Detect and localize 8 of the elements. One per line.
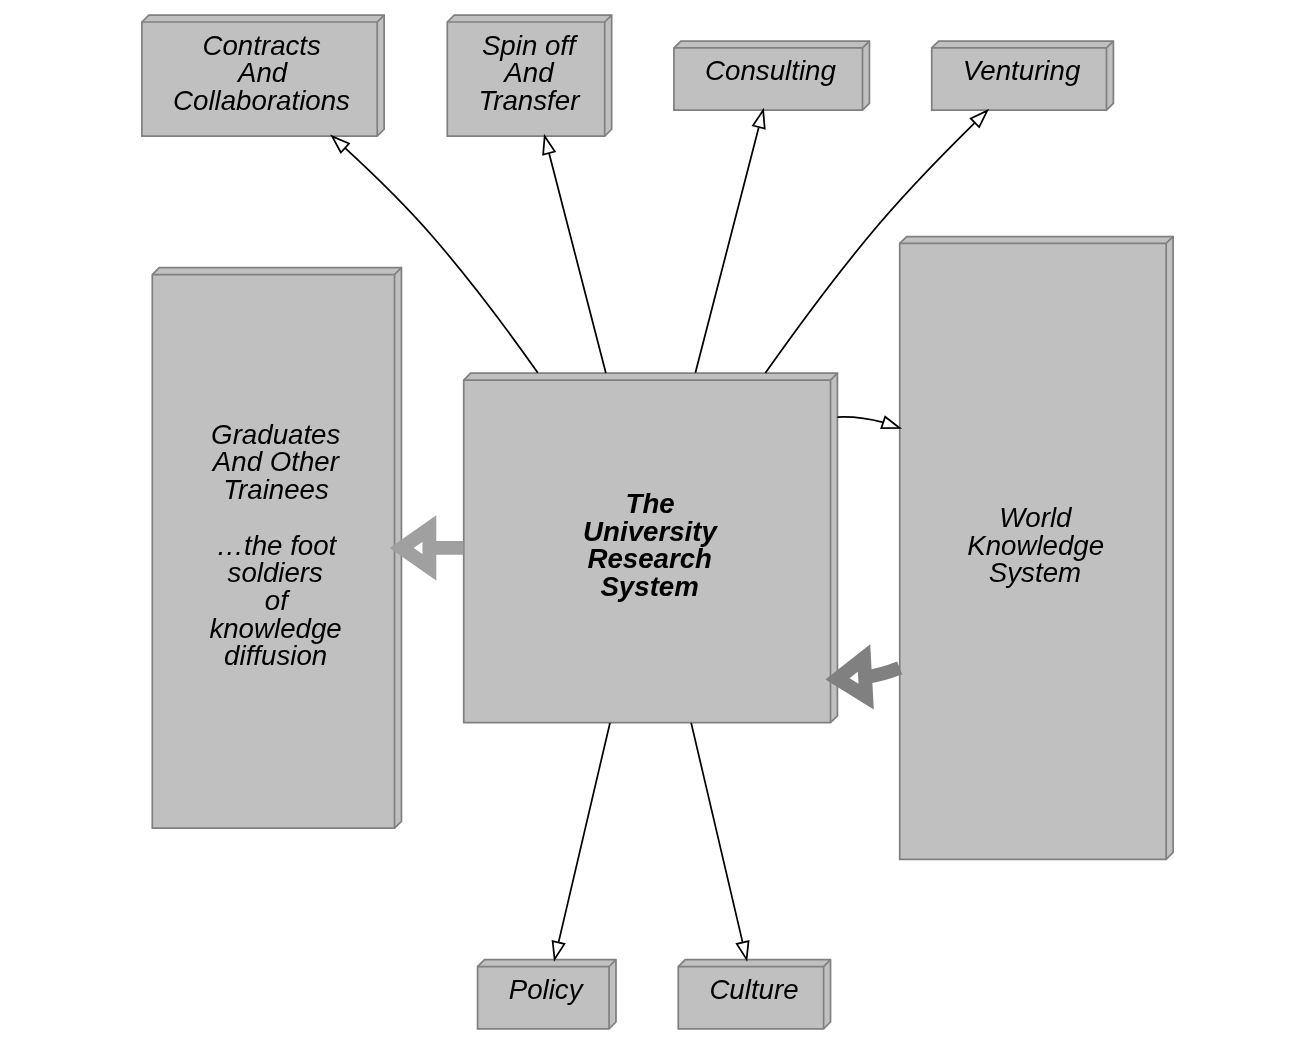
arrow bbox=[329, 134, 539, 374]
arrow bbox=[689, 721, 750, 962]
arrow bbox=[694, 107, 766, 374]
arrow bbox=[836, 415, 902, 430]
arrow bbox=[763, 108, 989, 374]
arrow bbox=[541, 133, 607, 374]
arrow bbox=[551, 721, 611, 962]
arrow bbox=[389, 515, 463, 581]
